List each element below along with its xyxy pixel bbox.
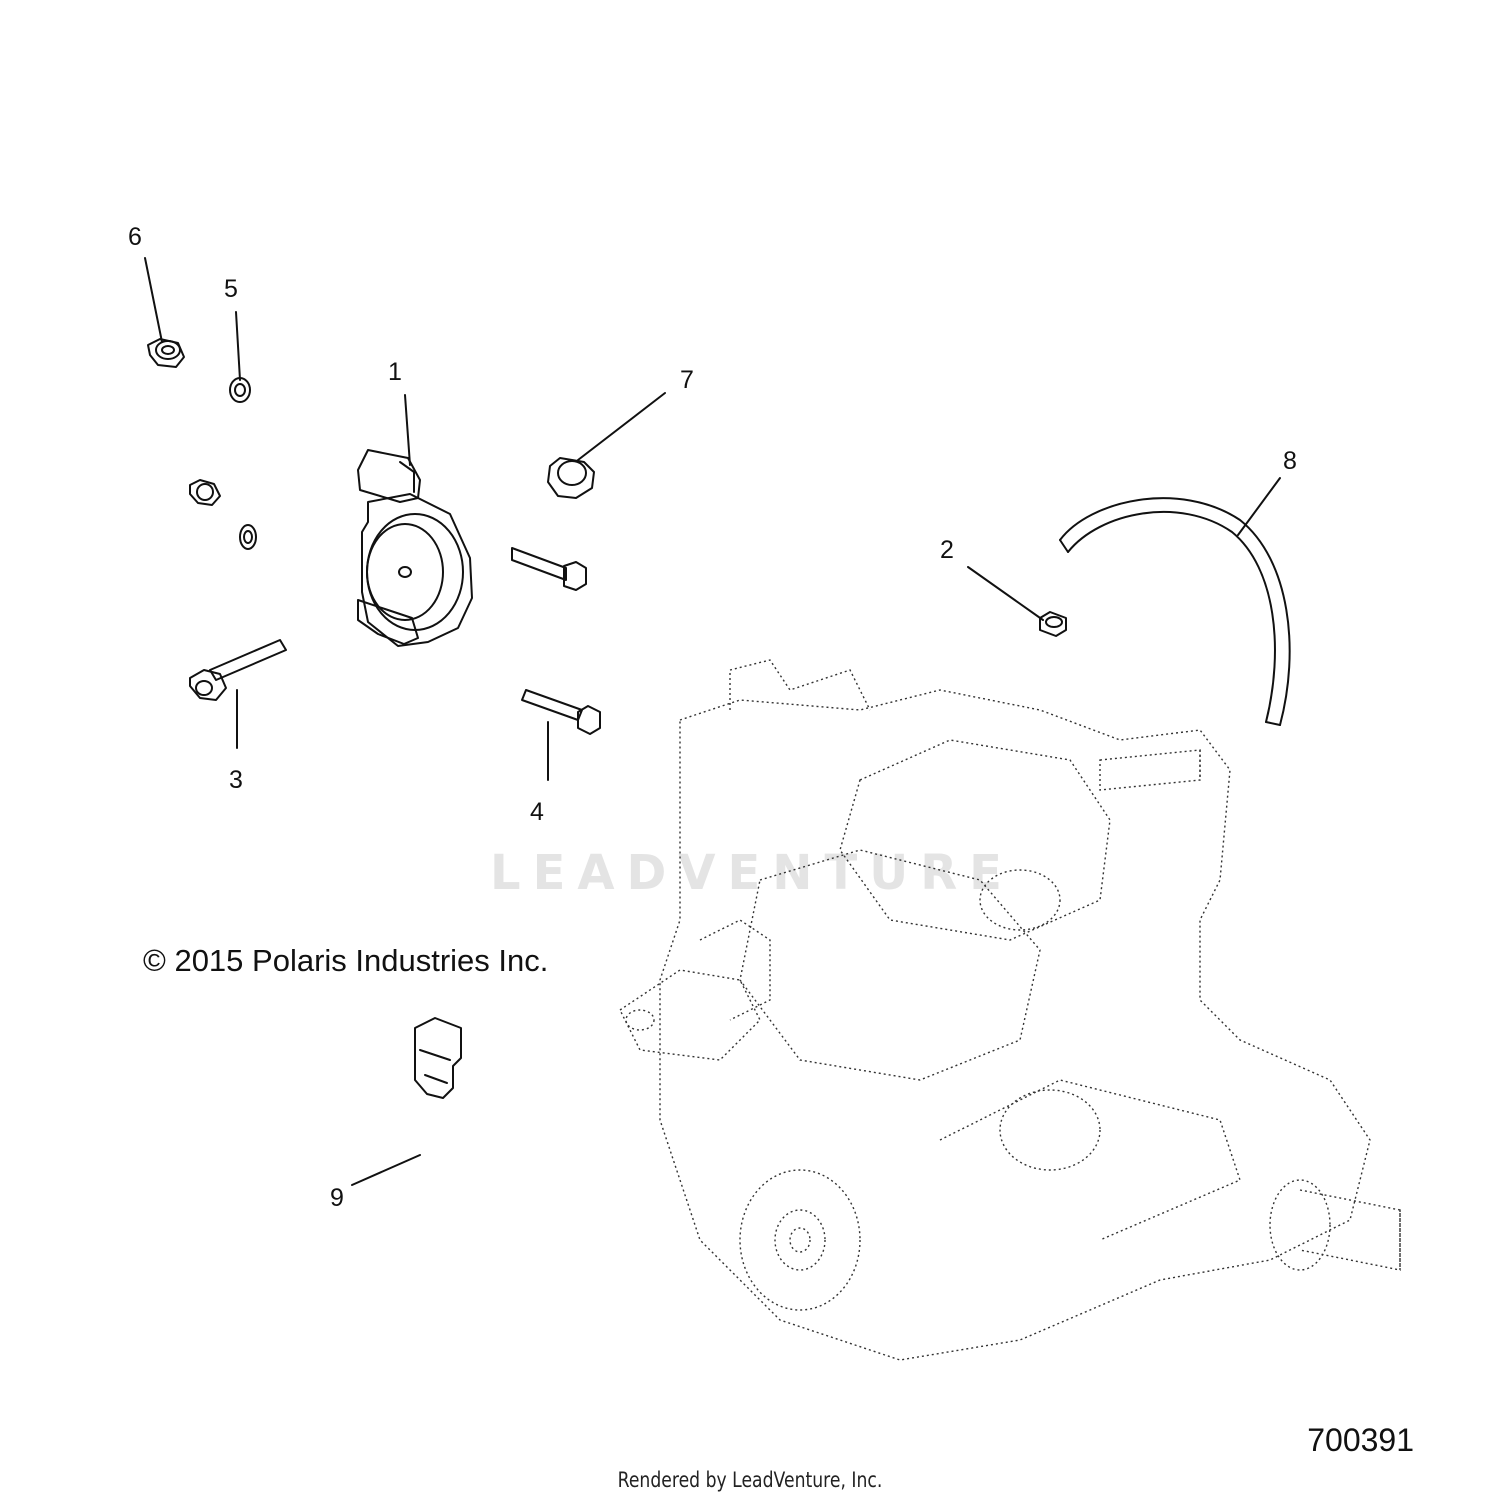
bolt-a bbox=[511, 547, 587, 591]
part-6-flange-nut-2 bbox=[189, 479, 221, 506]
callout-3: 3 bbox=[229, 766, 243, 794]
callout-6: 6 bbox=[128, 223, 142, 251]
part-2-clamp bbox=[1039, 611, 1067, 637]
callout-1: 1 bbox=[388, 358, 402, 386]
part-1-sensor bbox=[357, 449, 473, 647]
leader-lines bbox=[144, 257, 1281, 1186]
part-4-bolt bbox=[521, 689, 601, 735]
part-5-washer bbox=[229, 377, 251, 403]
callout-5: 5 bbox=[224, 275, 238, 303]
callout-2: 2 bbox=[940, 536, 954, 564]
callout-7: 7 bbox=[680, 366, 694, 394]
callout-4: 4 bbox=[530, 798, 544, 826]
watermark-text: LEADVENTURE bbox=[490, 845, 1014, 901]
diagram-number: 700391 bbox=[1307, 1422, 1414, 1458]
callout-9: 9 bbox=[330, 1184, 344, 1212]
part-5-washer-2 bbox=[239, 524, 257, 550]
part-7-plug bbox=[547, 457, 595, 499]
part-6-flange-nut bbox=[147, 338, 185, 368]
copyright-notice: © 2015 Polaris Industries Inc. bbox=[143, 943, 549, 978]
transmission-housing bbox=[619, 659, 1401, 1361]
part-8-hose bbox=[1059, 497, 1291, 726]
part-3-bolt bbox=[189, 639, 287, 701]
rendered-by-footer: Rendered by LeadVenture, Inc. bbox=[617, 1468, 883, 1492]
part-9-connector bbox=[414, 1017, 462, 1099]
callout-8: 8 bbox=[1283, 447, 1297, 475]
